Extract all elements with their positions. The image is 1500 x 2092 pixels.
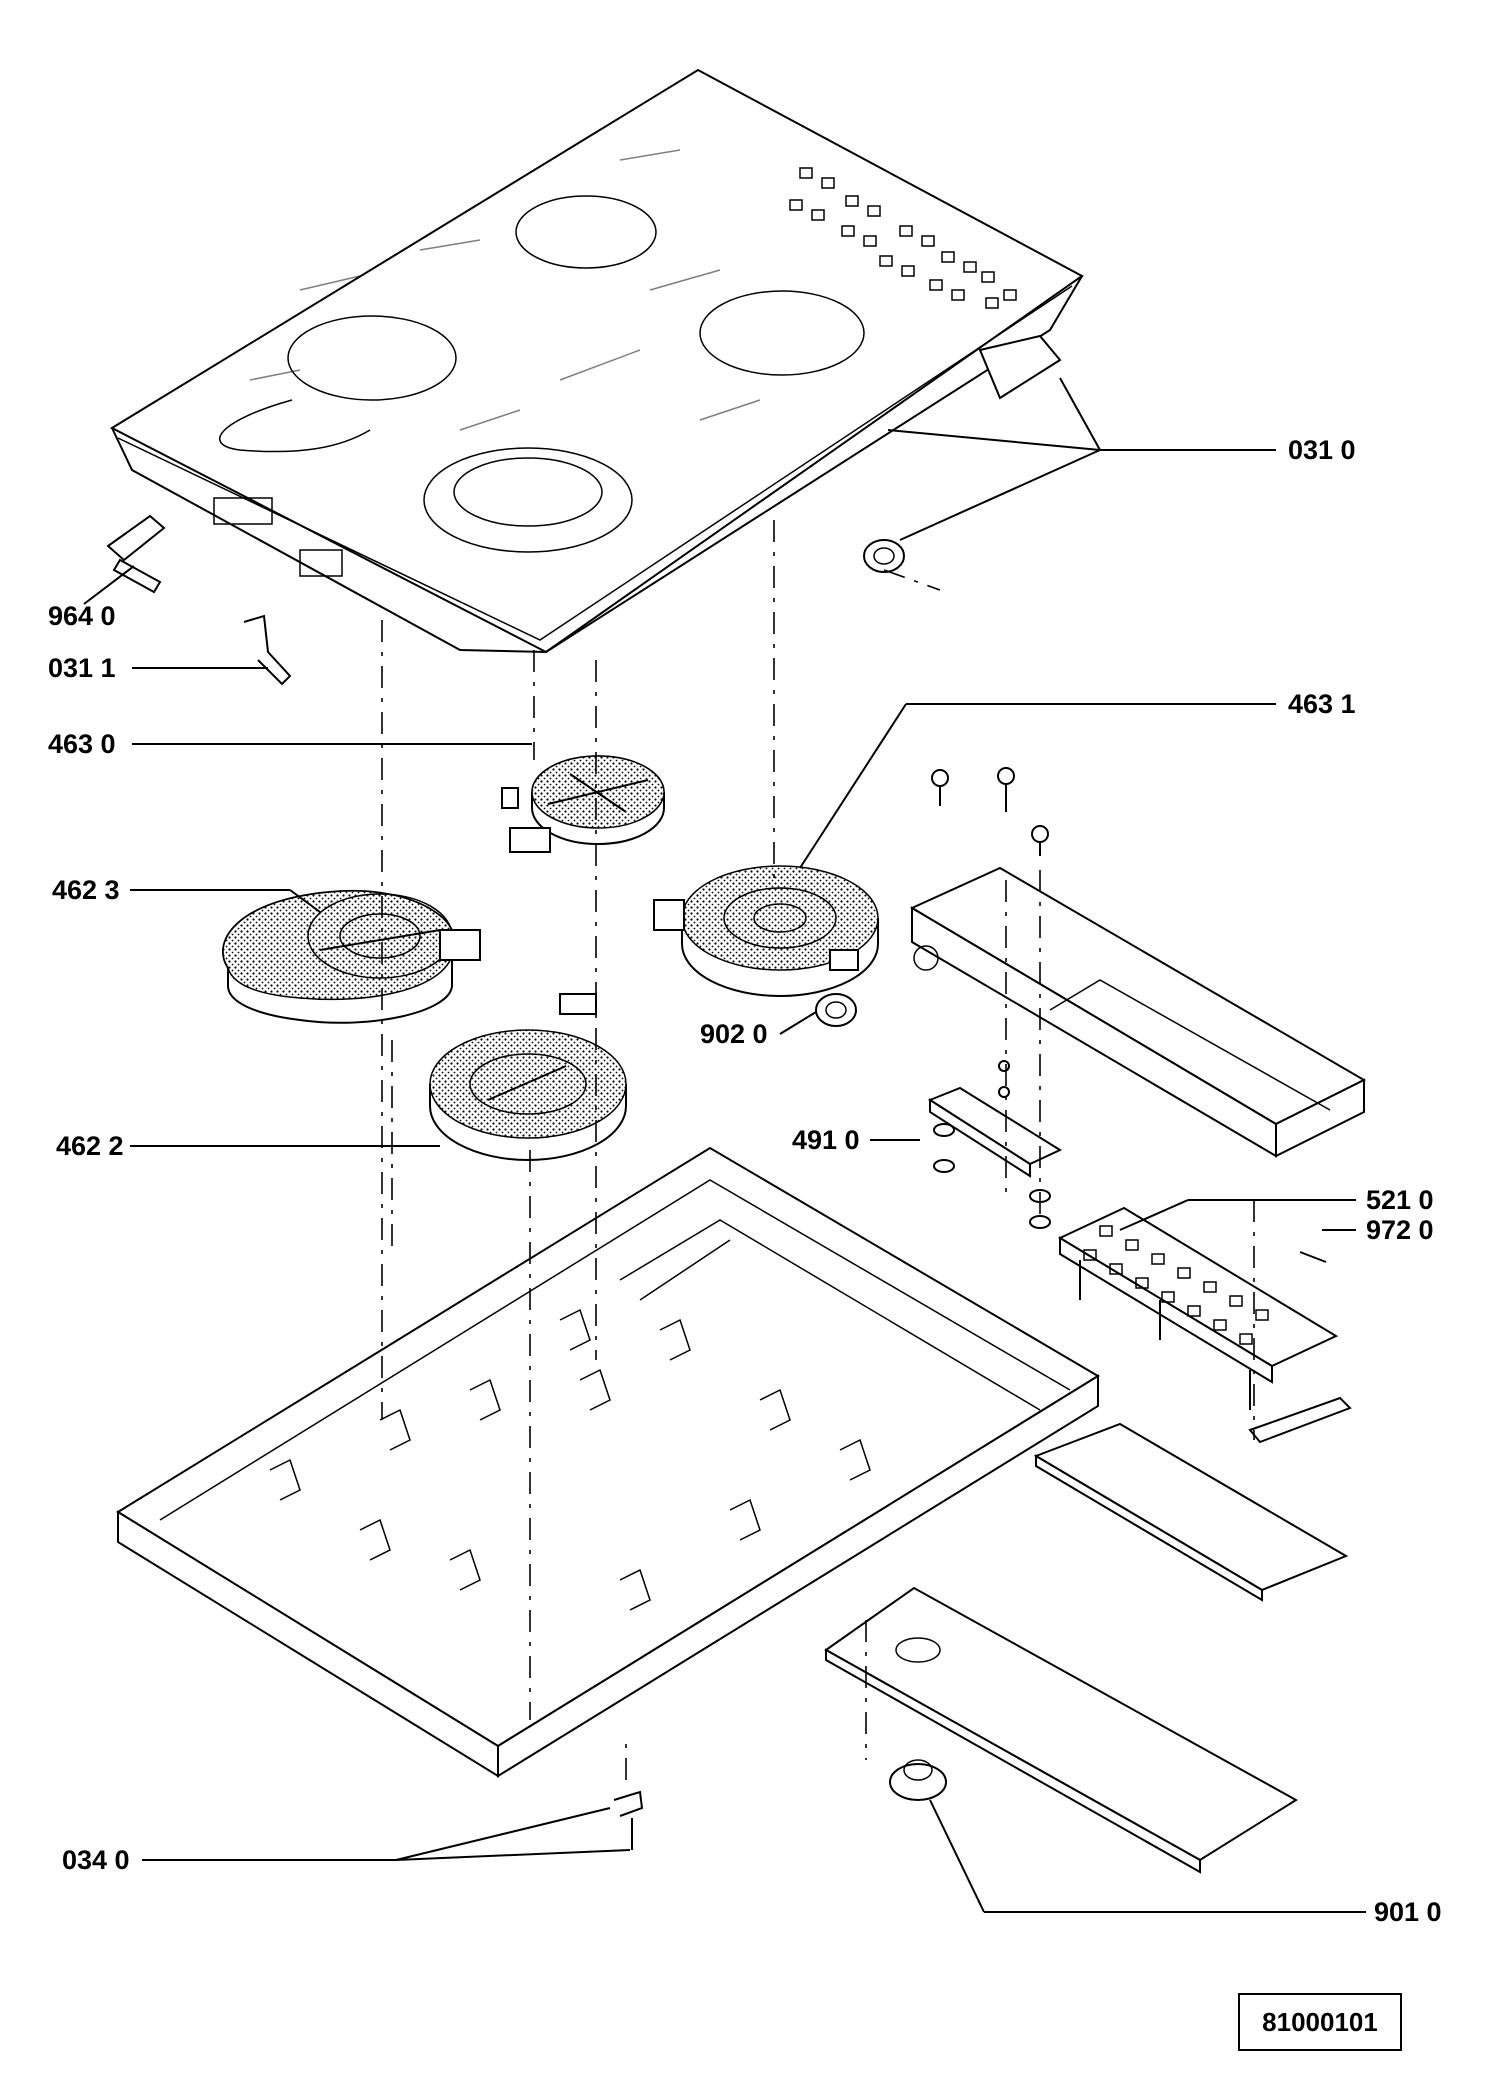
burner-4622 bbox=[429, 993, 627, 1161]
leader-lines bbox=[83, 377, 1366, 1913]
label-5210: 521 0 bbox=[1366, 1185, 1434, 1215]
bottom-tray bbox=[824, 1586, 1298, 1874]
label-4630: 463 0 bbox=[48, 729, 116, 759]
label-4623: 462 3 bbox=[52, 875, 120, 905]
pin-9720 bbox=[1299, 1251, 1327, 1263]
burner-4631 bbox=[653, 865, 879, 997]
foot-9010 bbox=[889, 1759, 947, 1801]
label-0311: 031 1 bbox=[48, 653, 116, 683]
label-9020: 902 0 bbox=[700, 1019, 768, 1049]
grommet bbox=[863, 539, 905, 573]
burner-4623 bbox=[222, 889, 481, 1024]
label-0310: 031 0 bbox=[1288, 435, 1356, 465]
label-4631: 463 1 bbox=[1288, 689, 1356, 719]
burner-4630 bbox=[501, 755, 665, 853]
label-4622: 462 2 bbox=[56, 1131, 124, 1161]
screws bbox=[931, 767, 1049, 856]
drawing-number: 81000101 bbox=[1262, 2006, 1378, 2037]
clip-0340 bbox=[613, 1790, 644, 1850]
control-panel-keys bbox=[789, 167, 1017, 309]
electronics-housing bbox=[909, 866, 1367, 1158]
label-9010: 901 0 bbox=[1374, 1897, 1442, 1927]
control-board-5210 bbox=[1057, 1206, 1352, 1444]
terminal-block-4910 bbox=[927, 1060, 1063, 1229]
label-0340: 034 0 bbox=[62, 1845, 130, 1875]
label-9640: 964 0 bbox=[48, 601, 116, 631]
grommet-9020 bbox=[815, 993, 857, 1027]
label-4910: 491 0 bbox=[792, 1125, 860, 1155]
cooktop-glass-top bbox=[109, 68, 1084, 654]
clip-0311 bbox=[243, 614, 292, 686]
label-9720: 972 0 bbox=[1366, 1215, 1434, 1245]
drawing-number-box: 81000101 bbox=[1238, 1993, 1402, 2051]
side-tray bbox=[1033, 1422, 1349, 1602]
chassis-frame bbox=[116, 1146, 1100, 1778]
bracket-9640 bbox=[106, 514, 166, 594]
